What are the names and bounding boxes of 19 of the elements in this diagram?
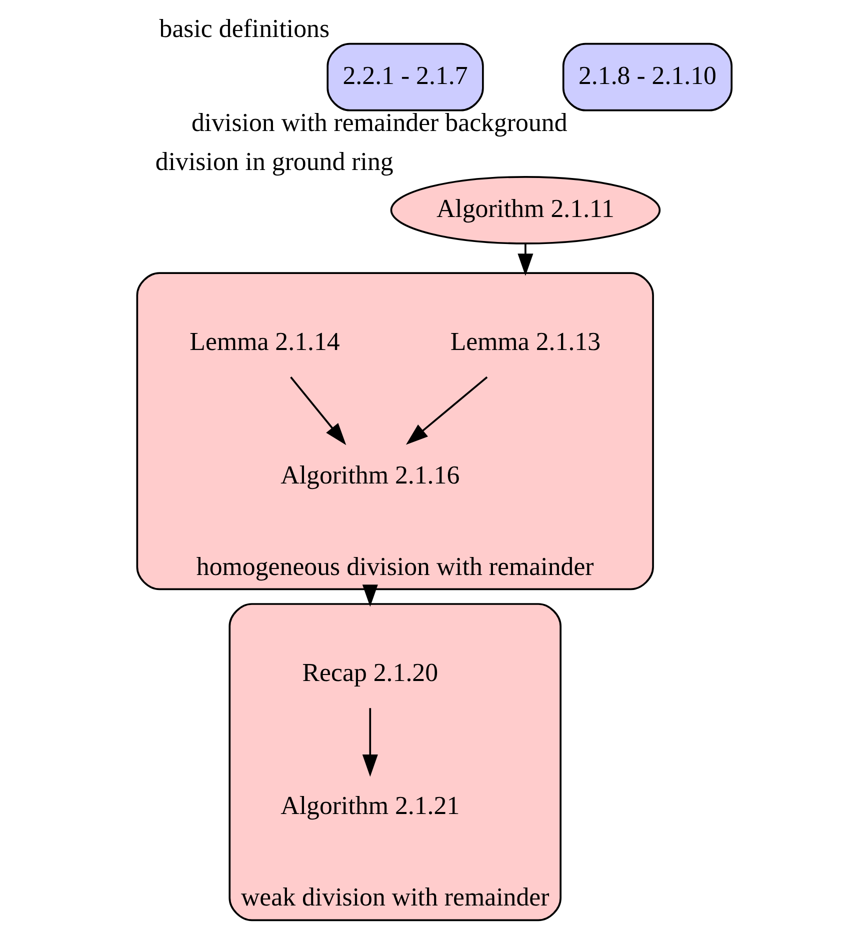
cluster: [136, 272, 654, 590]
node-label: homogeneous division with remainder: [196, 552, 594, 581]
node-text: Lemma 2.1.14: [189, 327, 340, 356]
node-text: Algorithm 2.1.16: [280, 460, 460, 490]
arrow: [290, 376, 346, 446]
arrow: [405, 376, 488, 445]
node-label: basic definitions: [158, 14, 330, 43]
arrow: [362, 584, 378, 607]
node-label: weak division with remainder: [240, 882, 549, 912]
arrow: [362, 708, 378, 777]
node-text: Lemma 2.1.13: [450, 327, 600, 356]
node-box: 2.2.1 - 2.1.7: [326, 42, 484, 112]
node-text: Recap 2.1.20: [302, 658, 438, 688]
arrow: [517, 244, 533, 276]
node-label: division in ground ring: [154, 146, 393, 176]
cluster: [228, 603, 561, 922]
node-box: 2.1.8 - 2.1.10: [562, 42, 732, 112]
node-ellipse: Algorithm 2.1.11: [390, 176, 660, 244]
node-text: Algorithm 2.1.21: [280, 791, 460, 820]
